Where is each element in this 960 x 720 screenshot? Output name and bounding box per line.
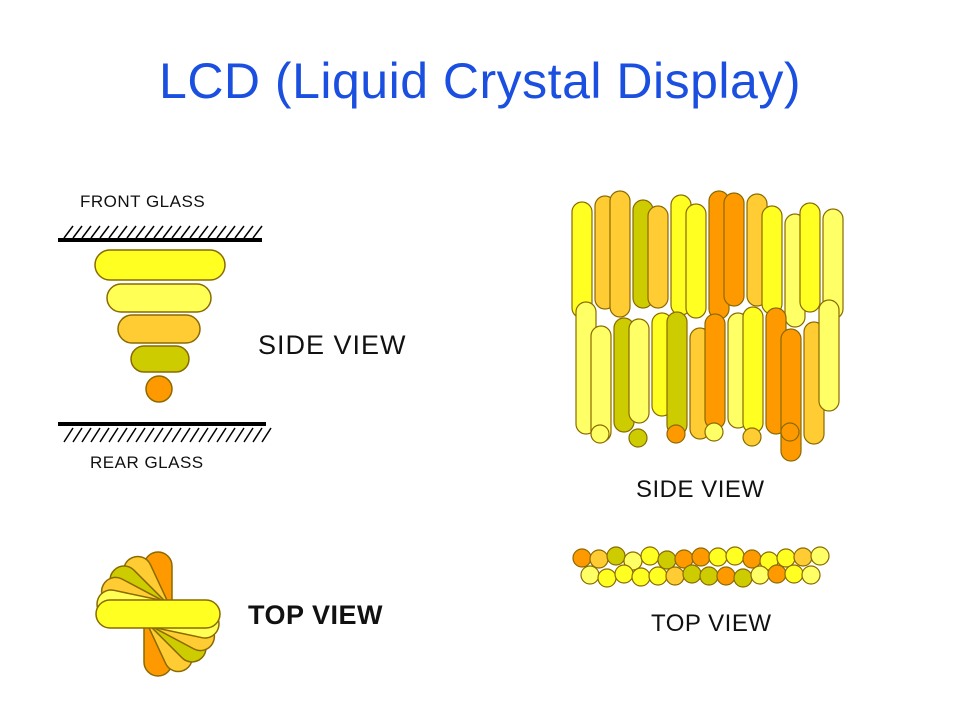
molecule-2 (106, 283, 212, 313)
bulk-molecule (761, 205, 783, 315)
bulk-molecule (818, 299, 840, 412)
bulk-molecule (704, 313, 726, 430)
bulk-molecule-end (704, 422, 724, 442)
bulk-dot (597, 568, 617, 588)
molecule-1 (94, 249, 226, 281)
bulk-molecule (628, 318, 650, 424)
bulk-dot (657, 550, 677, 570)
front-glass-plate (58, 225, 263, 242)
bulk-dot (716, 566, 736, 586)
right-side-view: SIDE VIEW (571, 190, 844, 503)
right-top-view: TOP VIEW (572, 546, 830, 637)
bulk-molecule (685, 203, 707, 319)
front-glass-label: FRONT GLASS (80, 192, 205, 211)
bulk-molecule-end (666, 424, 686, 444)
bulk-dot (691, 547, 711, 567)
bulk-dot (589, 549, 609, 569)
side-view-label-right: SIDE VIEW (636, 476, 765, 503)
bulk-dot (750, 565, 770, 585)
molecule-5 (145, 375, 173, 403)
bulk-dot (648, 566, 668, 586)
bulk-dot (631, 567, 651, 587)
bulk-dot (572, 548, 592, 568)
bulk-dot (640, 546, 660, 566)
bulk-dot (606, 546, 626, 566)
bulk-molecule (609, 190, 631, 318)
left-top-view: TOP VIEW (95, 551, 383, 677)
bulk-dot (614, 564, 634, 584)
left-side-view: FRONT GLASS REAR GLASS SIDE VIEW (58, 192, 407, 472)
molecule-4 (130, 345, 190, 373)
molecule-stack-side (94, 249, 226, 403)
bulk-dot (725, 546, 745, 566)
bulk-dot (665, 566, 685, 586)
bulk-molecule-end (628, 428, 648, 448)
side-view-label-left: SIDE VIEW (258, 330, 407, 360)
bulk-dot (810, 546, 830, 566)
top-view-label-right: TOP VIEW (651, 610, 771, 637)
slide-title: LCD (Liquid Crystal Display) (159, 53, 801, 109)
bulk-molecule (666, 311, 688, 436)
bulk-molecule (571, 201, 593, 319)
bulk-dot (682, 564, 702, 584)
bulk-dot (733, 568, 753, 588)
bulk-molecule-end (780, 422, 800, 442)
bulk-molecule-end (590, 424, 610, 444)
bulk-dot (776, 548, 796, 568)
rear-glass-label: REAR GLASS (90, 453, 204, 472)
bulk-molecule-end (742, 427, 762, 447)
bulk-dot (784, 564, 804, 584)
bulk-molecule (799, 202, 821, 313)
bulk-dot (801, 565, 821, 585)
bulk-dot (699, 566, 719, 586)
top-view-label-left: TOP VIEW (248, 600, 383, 630)
bulk-dot (767, 564, 787, 584)
bulk-dot (708, 547, 728, 567)
rear-glass-plate (58, 422, 272, 443)
bulk-molecule (723, 192, 745, 307)
molecule-pinwheel (95, 551, 221, 677)
bulk-molecule (742, 306, 764, 434)
bulk-dot (580, 565, 600, 585)
molecule-3 (117, 314, 201, 344)
bulk-dot (742, 549, 762, 569)
bulk-molecule (647, 205, 669, 309)
bulk-dot (793, 547, 813, 567)
